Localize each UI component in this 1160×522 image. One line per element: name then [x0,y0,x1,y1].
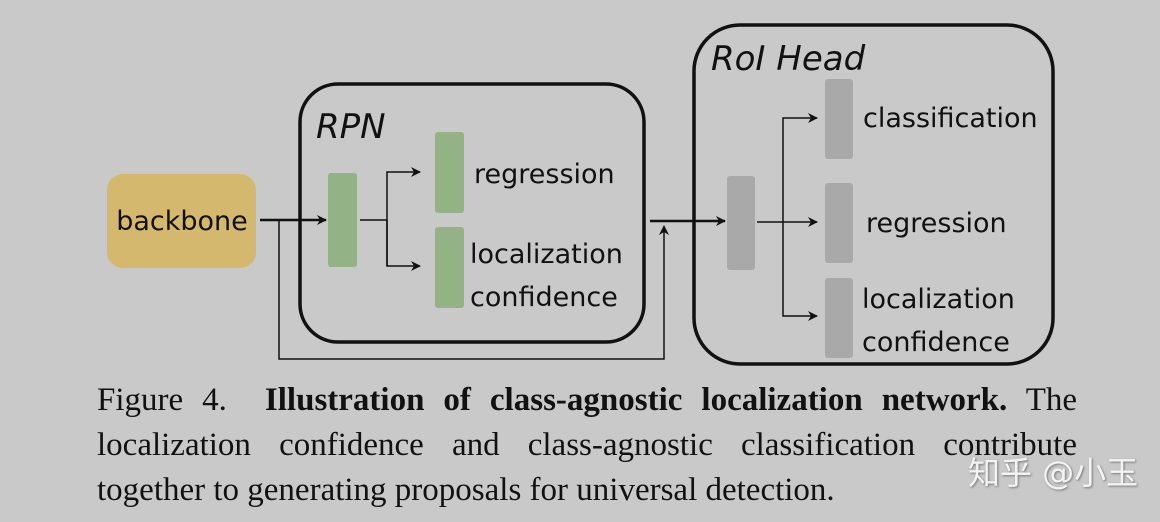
rpn-title: RPN [316,107,386,147]
roi-confidence-block [825,278,853,358]
rpn-shared-block [328,173,357,267]
rpn-confidence-block [435,227,464,308]
caption-title: Illustration of class-agnostic localizat… [264,382,1008,418]
roi-shared-block [727,176,755,270]
roi-head-frame [692,23,1055,366]
roi-head-title: RoI Head [711,39,866,79]
watermark: 知乎 @小玉 [968,454,1139,492]
roi-confidence-label-line1: localization [862,284,1015,315]
rpn-arrow-confidence [386,220,421,271]
rpn-regression-label: regression [474,159,615,190]
rpn-confidence-label-line2: confidence [470,282,618,313]
roi-classification-label: classification [863,103,1038,134]
rpn-module: RPN regression localization confidence [298,82,646,344]
roi-arrow-classification [782,113,818,222]
roi-classification-block [825,79,853,159]
rpn-confidence-label-line1: localization [470,239,623,270]
roi-head-module: RoI Head classification regression local… [692,23,1055,366]
roi-confidence-label-line2: confidence [862,327,1010,358]
roi-regression-label: regression [866,208,1007,239]
backbone-rect [107,174,256,268]
roi-arrow-confidence [782,222,818,321]
skip-connection-arrow [278,220,669,360]
rpn-regression-block [435,132,464,213]
roi-regression-block [825,183,853,263]
caption-body: The localization confidence and class-ag… [97,382,1077,508]
diagram: backbone RPN regression localization con… [107,23,1055,366]
rpn-frame [298,82,646,344]
figure-caption: Figure 4. Illustration of class-agnostic… [97,378,1077,513]
figure-label: Figure 4. [97,382,227,418]
rpn-arrow-regression [386,167,421,266]
backbone-label: backbone [116,206,248,237]
backbone-block: backbone [107,174,256,268]
